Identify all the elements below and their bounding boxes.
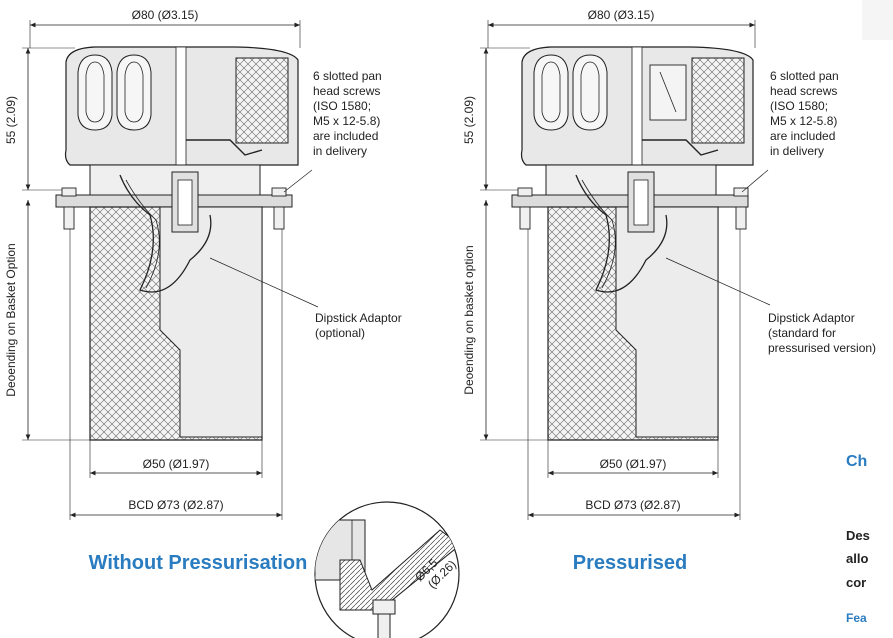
right-screw-head-r xyxy=(733,187,749,197)
side-panel-features-heading: Fea xyxy=(846,611,867,625)
left-dipstick-bore xyxy=(177,179,193,226)
left-screw-head-l xyxy=(61,187,77,197)
right-caption: Pressurised xyxy=(573,552,688,574)
right-basket-dim-label: Ø50 (Ø1.97) xyxy=(600,457,667,471)
left-screws-leader xyxy=(283,169,313,193)
left-screw-shank-r xyxy=(273,206,285,230)
left-cap-grip-1 xyxy=(77,54,113,131)
left-basket-cutaway xyxy=(159,206,263,438)
right-screw-shank-r xyxy=(735,206,747,230)
right-cap-grip-2 xyxy=(572,54,608,131)
right-screw-head-l xyxy=(517,187,533,197)
left-centre-section xyxy=(175,46,187,168)
right-screws-note: 6 slotted pan head screws (ISO 1580; M5 … xyxy=(770,69,842,158)
left-width-dim-label: Ø80 (Ø3.15) xyxy=(132,8,199,22)
left-screw-head-r xyxy=(271,187,287,197)
right-height-dim-label: 55 (2.09) xyxy=(462,96,476,144)
detail-screw-head xyxy=(372,599,396,615)
detail-screw-shank xyxy=(377,613,391,638)
right-centre-section xyxy=(631,46,643,168)
right-cap-grip-1-inner xyxy=(541,61,561,123)
detail-view: Ø6,5 (Ø.26) xyxy=(314,501,460,638)
side-panel-heading: Ch xyxy=(846,453,867,470)
right-valve-spring xyxy=(659,71,677,113)
right-dipstick-leader xyxy=(665,257,771,306)
left-chain xyxy=(119,174,212,293)
right-screw-shank-l xyxy=(519,206,531,230)
right-cap-filter-element xyxy=(691,57,745,144)
left-cap-grip-1-inner xyxy=(85,61,105,123)
left-caption: Without Pressurisation xyxy=(89,552,308,574)
right-basket-cutaway xyxy=(615,206,719,438)
right-depth-dim-label: Deoending on basket option xyxy=(462,245,476,394)
left-dipstick-leader xyxy=(209,257,319,308)
right-cap-grip-1 xyxy=(533,54,569,131)
right-chain xyxy=(575,174,668,293)
side-panel-strip xyxy=(862,0,893,40)
right-screws-leader xyxy=(741,169,769,193)
right-breather-drawing: Ø80 (Ø3.15) 55 (2.09) Deoending on baske… xyxy=(462,8,876,574)
right-chain-2 xyxy=(581,179,616,289)
left-cap-seal-line xyxy=(186,139,263,156)
left-breather-drawing: Ø80 (Ø3.15) 55 (2.09) Deoending on Baske… xyxy=(4,8,405,574)
left-depth-dim-label: Deoending on Basket Option xyxy=(4,243,18,396)
left-height-dim-label: 55 (2.09) xyxy=(4,96,18,144)
left-screws-note: 6 slotted pan head screws (ISO 1580; M5 … xyxy=(313,69,385,158)
side-panel: Ch Des allo cor Fea xyxy=(846,0,893,625)
left-basket-dim-label: Ø50 (Ø1.97) xyxy=(143,457,210,471)
left-screw-shank-l xyxy=(63,206,75,230)
left-dipstick-note: Dipstick Adaptor (optional) xyxy=(315,311,405,340)
left-chain-2 xyxy=(125,179,160,289)
right-bcd-dim-label: BCD Ø73 (Ø2.87) xyxy=(585,498,680,512)
left-bcd-dim-label: BCD Ø73 (Ø2.87) xyxy=(128,498,223,512)
right-width-dim-label: Ø80 (Ø3.15) xyxy=(588,8,655,22)
right-cap-seal-line xyxy=(642,139,719,156)
right-cap-grip-2-inner xyxy=(580,61,600,123)
side-panel-description: Des allo cor xyxy=(846,528,873,590)
right-dipstick-note: Dipstick Adaptor (standard for pressuris… xyxy=(768,311,876,355)
right-dipstick-bore xyxy=(633,179,649,226)
left-cap-grip-2 xyxy=(116,54,152,131)
left-cap-filter-element xyxy=(235,57,289,144)
left-cap-grip-2-inner xyxy=(124,61,144,123)
